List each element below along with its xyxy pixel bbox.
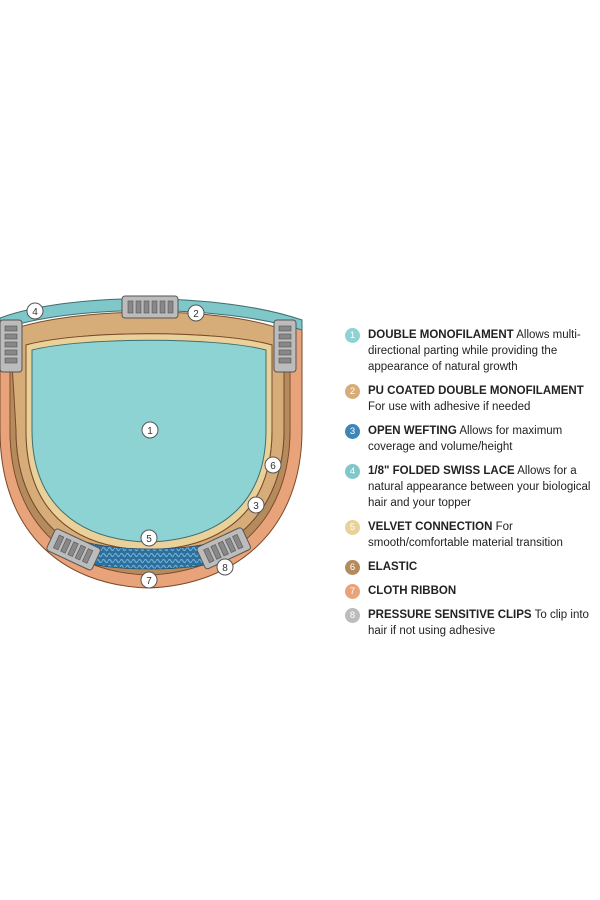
legend-number-badge: 8 [345,608,360,623]
double-monofilament [31,339,267,543]
svg-text:5: 5 [146,534,152,545]
legend-description: For use with adhesive if needed [368,401,531,413]
legend-text: CLOTH RIBBON [368,583,456,599]
legend-title: PU COATED DOUBLE MONOFILAMENT [368,385,584,397]
callout-5: 5 [140,529,158,547]
legend-item: 8 PRESSURE SENSITIVE CLIPS To clip into h… [345,607,595,639]
legend-title: OPEN WEFTING [368,425,457,437]
svg-text:6: 6 [270,461,276,472]
legend-number-badge: 4 [345,464,360,479]
legend-item: 3 OPEN WEFTING Allows for maximum coverag… [345,423,595,455]
svg-text:3: 3 [253,501,259,512]
legend-text: DOUBLE MONOFILAMENT Allows multi-directi… [368,327,595,375]
legend-description: For smooth/comfortable material transiti… [368,521,563,549]
svg-text:7: 7 [146,576,152,587]
legend-number-badge: 7 [345,584,360,599]
clip-bottom-left [46,528,101,571]
topper-base-diagram: 1 2 3 4 5 6 7 8 [0,295,303,589]
legend: 1 DOUBLE MONOFILAMENT Allows multi-direct… [345,327,595,647]
legend-number-badge: 5 [345,520,360,535]
callout-4: 4 [26,302,44,320]
svg-text:2: 2 [193,309,199,320]
callout-1: 1 [141,421,159,439]
legend-description: Allows multi-directional parting while p… [368,329,581,373]
legend-number-badge: 6 [345,560,360,575]
legend-description: Allows for a natural appearance between … [368,465,591,509]
legend-title: VELVET CONNECTION [368,521,493,533]
legend-text: VELVET CONNECTION For smooth/comfortable… [368,519,595,551]
callout-6: 6 [264,456,282,474]
swiss-lace [0,298,303,331]
legend-text: OPEN WEFTING Allows for maximum coverage… [368,423,595,455]
legend-item: 4 1/8" FOLDED SWISS LACE Allows for a nat… [345,463,595,511]
callout-3: 3 [247,496,265,514]
legend-title: DOUBLE MONOFILAMENT [368,329,514,341]
legend-text: 1/8" FOLDED SWISS LACE Allows for a natu… [368,463,595,511]
legend-description: To clip into hair if not using adhesive [368,609,589,637]
legend-item: 1 DOUBLE MONOFILAMENT Allows multi-direct… [345,327,595,375]
legend-title: CLOTH RIBBON [368,585,457,597]
legend-title: 1/8" FOLDED SWISS LACE [368,465,515,477]
legend-number-badge: 1 [345,328,360,343]
clip-top [121,295,179,319]
legend-text: PRESSURE SENSITIVE CLIPS To clip into ha… [368,607,595,639]
callout-2: 2 [187,304,205,322]
callout-8: 8 [216,558,234,576]
legend-description: Allows for maximum coverage and volume/h… [368,425,563,453]
svg-text:8: 8 [222,563,228,574]
svg-text:4: 4 [32,307,38,318]
legend-text: PU COATED DOUBLE MONOFILAMENT For use wi… [368,383,595,415]
legend-item: 6 ELASTIC [345,559,595,575]
legend-text: ELASTIC [368,559,417,575]
clip-left [0,319,23,373]
legend-item: 7 CLOTH RIBBON [345,583,595,599]
callout-7: 7 [140,571,158,589]
legend-number-badge: 3 [345,424,360,439]
clip-right [273,319,297,373]
clip-bottom-right [196,527,251,570]
legend-title: ELASTIC [368,561,418,573]
legend-title: PRESSURE SENSITIVE CLIPS [368,609,532,621]
legend-number-badge: 2 [345,384,360,399]
svg-text:1: 1 [147,426,153,437]
legend-item: 5 VELVET CONNECTION For smooth/comfortabl… [345,519,595,551]
legend-item: 2 PU COATED DOUBLE MONOFILAMENT For use w… [345,383,595,415]
